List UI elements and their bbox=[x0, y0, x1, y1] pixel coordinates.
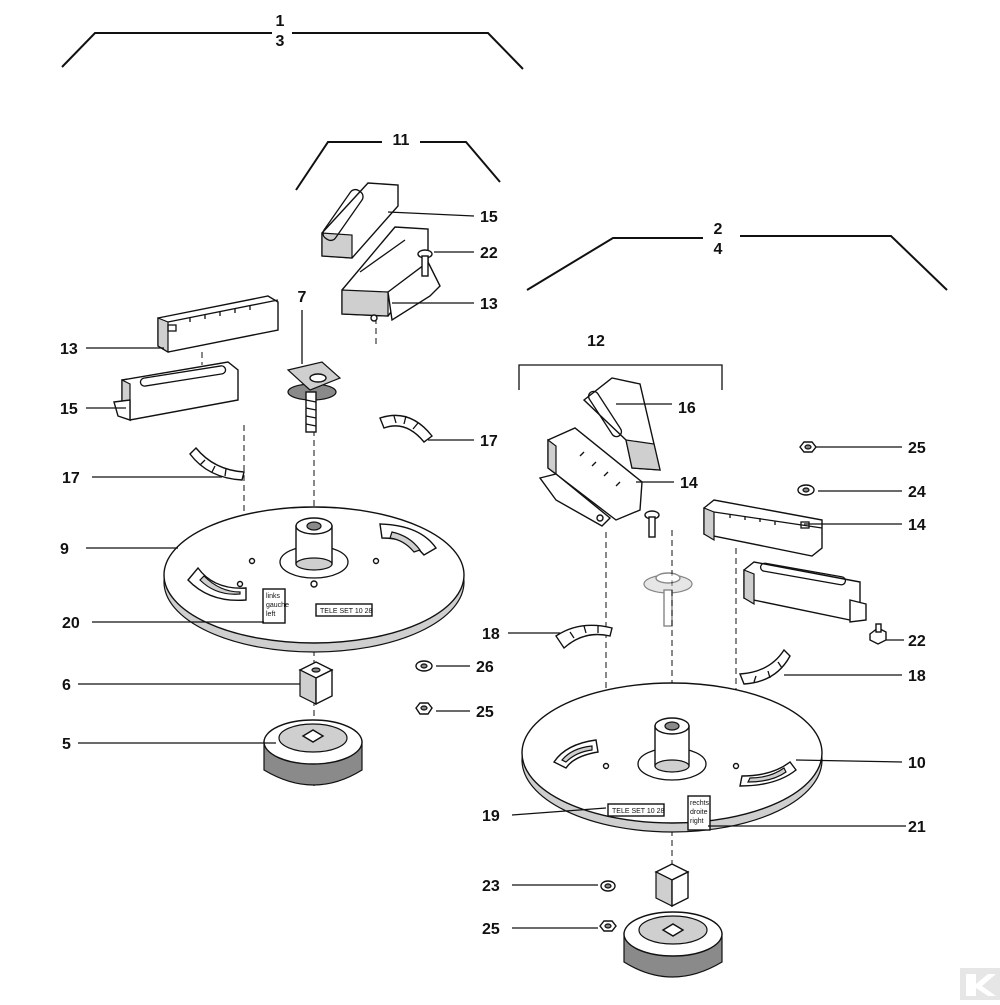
label-4: 4 bbox=[714, 241, 723, 258]
part-25-nut-left bbox=[415, 702, 433, 715]
corner-logo bbox=[960, 968, 1000, 1000]
part-7-clamp-knob bbox=[286, 361, 342, 433]
label-5: 5 bbox=[62, 736, 71, 753]
part-23-washer bbox=[600, 880, 616, 892]
label-22-right: 22 bbox=[908, 633, 926, 650]
part-6-square-block bbox=[298, 661, 334, 706]
part-17-scale-arc-right bbox=[379, 414, 433, 443]
label-10: 10 bbox=[908, 755, 926, 772]
label-18-right: 18 bbox=[908, 668, 926, 685]
label-24: 24 bbox=[908, 484, 926, 501]
part-18-scale-arc-right bbox=[738, 648, 791, 685]
part-15-left-slotted-bracket bbox=[113, 361, 239, 422]
label-14-right: 14 bbox=[908, 517, 926, 534]
part-26-washer bbox=[415, 660, 433, 672]
label-6: 6 bbox=[62, 677, 71, 694]
label-7: 7 bbox=[298, 289, 307, 306]
part-19-plate-right: TELE SET 10 28 bbox=[607, 803, 665, 817]
label-23: 23 bbox=[482, 878, 500, 895]
part-9-left-disc bbox=[163, 506, 465, 653]
part-17-scale-arc-left bbox=[189, 446, 245, 481]
part-22-upper-bolt bbox=[417, 249, 433, 277]
part-base-right bbox=[623, 911, 723, 978]
label-13-left: 13 bbox=[60, 341, 78, 358]
part-25-nut-upper bbox=[799, 441, 817, 453]
label-18-left: 18 bbox=[482, 626, 500, 643]
part-20-left-tag: links gauche left bbox=[262, 588, 289, 624]
part-right-slotted-bracket bbox=[743, 561, 867, 623]
svg-text:droite: droite bbox=[690, 809, 708, 816]
label-16: 16 bbox=[678, 400, 696, 417]
label-1: 1 bbox=[276, 13, 285, 30]
part-13-left-scale-bracket bbox=[157, 295, 279, 354]
label-15-upper: 15 bbox=[480, 209, 498, 226]
part-plate-left: TELE SET 10 28 bbox=[315, 603, 373, 617]
label-20: 20 bbox=[62, 615, 80, 632]
bracket-group-2-4: 2 4 bbox=[526, 221, 948, 291]
label-21: 21 bbox=[908, 819, 926, 836]
label-25-lower: 25 bbox=[482, 921, 500, 938]
part-21-right-tag: rechts droite right bbox=[687, 795, 711, 831]
svg-text:links: links bbox=[266, 593, 281, 600]
part-square-block-right bbox=[654, 863, 690, 908]
svg-text:left: left bbox=[266, 611, 275, 618]
part-24-washer bbox=[797, 484, 815, 496]
part-22-mid-bolt bbox=[644, 510, 660, 538]
bracket-group-11: 11 bbox=[295, 132, 501, 191]
part-14-right-scale-bracket bbox=[703, 499, 823, 557]
svg-text:rechts: rechts bbox=[690, 800, 710, 807]
svg-text:right: right bbox=[690, 818, 704, 825]
part-10-right-disc bbox=[521, 682, 823, 833]
svg-text:gauche: gauche bbox=[266, 602, 289, 609]
part-25-nut-lower bbox=[599, 920, 617, 932]
label-25-left: 25 bbox=[476, 704, 494, 721]
part-22-small-bolt-right bbox=[869, 623, 887, 645]
label-14-upper: 14 bbox=[680, 475, 698, 492]
label-15-left: 15 bbox=[60, 401, 78, 418]
label-19: 19 bbox=[482, 808, 500, 825]
part-18-scale-arc-left bbox=[555, 624, 613, 650]
bracket-group-1-3: 1 3 bbox=[61, 13, 524, 70]
label-11: 11 bbox=[393, 132, 410, 149]
bracket-group-12: 12 bbox=[518, 333, 723, 390]
label-12: 12 bbox=[587, 333, 605, 350]
part-knob-right bbox=[643, 572, 693, 627]
label-22-upper: 22 bbox=[480, 245, 498, 262]
part-5-base bbox=[263, 719, 363, 786]
label-26: 26 bbox=[476, 659, 494, 676]
label-2: 2 bbox=[714, 221, 723, 238]
part-15-upper-slotted-bracket bbox=[321, 182, 399, 259]
svg-text:TELE SET 10 28: TELE SET 10 28 bbox=[612, 808, 665, 815]
label-9: 9 bbox=[60, 541, 69, 558]
label-17-right: 17 bbox=[480, 433, 498, 450]
label-3: 3 bbox=[276, 33, 285, 50]
leader-lines bbox=[78, 211, 906, 929]
part-16-slotted-bracket bbox=[582, 377, 661, 471]
label-13-upper: 13 bbox=[480, 296, 498, 313]
svg-text:TELE SET 10 28: TELE SET 10 28 bbox=[320, 608, 373, 615]
part-14-upper-scale-bracket bbox=[538, 427, 643, 527]
label-17-left: 17 bbox=[62, 470, 80, 487]
label-25-upper: 25 bbox=[908, 440, 926, 457]
part-number-labels: 13 15 17 9 20 6 5 15 22 13 7 17 26 25 16… bbox=[60, 209, 926, 938]
